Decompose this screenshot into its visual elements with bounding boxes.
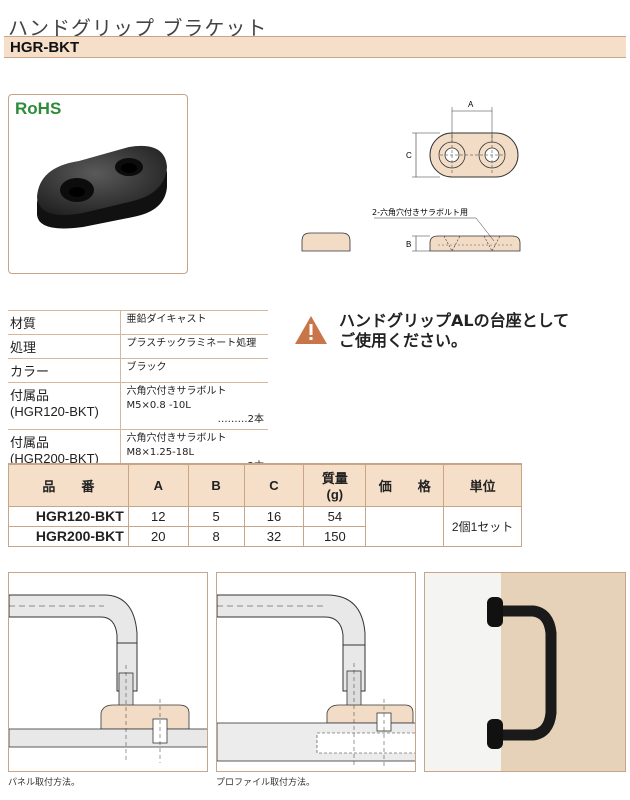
panel-mount-diagram (8, 572, 208, 772)
cell-price (365, 505, 445, 547)
spec-value: ブラック (120, 358, 268, 383)
cell-mass: 150 (303, 525, 367, 547)
spec-value: プラスチックラミネート処理 (120, 334, 268, 359)
installed-handle-photo (424, 572, 626, 772)
cell-a: 12 (127, 505, 189, 527)
col-mass: 質量 (g) (303, 463, 367, 507)
bolt-note: 2-六角穴付きサラボルト用 (372, 207, 468, 217)
spec-value: 亜鉛ダイキャスト (120, 310, 268, 335)
price-table: 品 番 A B C 質量 (g) 価 格 単位 HGR120-BKT 12 5 … (8, 463, 522, 547)
dim-a-label: A (468, 100, 474, 109)
spec-key: 材質 (8, 310, 121, 335)
caption-panel: パネル取付方法。 (8, 778, 81, 788)
col-price: 価 格 (365, 463, 445, 507)
table-header-row: 品 番 A B C 質量 (g) 価 格 単位 (8, 463, 522, 507)
table-row: HGR120-BKT 12 5 16 54 2個1セット (8, 505, 522, 547)
spec-key: 処理 (8, 334, 121, 359)
dim-b-label: B (406, 240, 411, 249)
cell-c: 32 (243, 525, 305, 547)
spec-row: 付属品 (HGR120-BKT) 六角穴付きサラボルト M5×0.8 -10L … (8, 382, 268, 430)
col-c: C (243, 463, 305, 507)
warning-icon (295, 316, 327, 344)
spec-row: 材質 亜鉛ダイキャスト (8, 310, 268, 335)
model-bar: HGR-BKT (4, 36, 626, 58)
rohs-badge: RoHS (15, 99, 62, 118)
col-a: A (127, 463, 189, 507)
cell-b: 5 (187, 505, 245, 527)
spec-row: カラー ブラック (8, 358, 268, 383)
col-model: 品 番 (8, 463, 129, 507)
dim-c-label: C (406, 151, 412, 160)
notice-text: ハンドグリップALの台座として ご使用ください。 (339, 311, 570, 350)
cell-unit: 2個1セット (443, 505, 522, 547)
caption-profile: プロファイル取付方法。 (216, 778, 316, 788)
col-unit: 単位 (443, 463, 522, 507)
spec-row: 処理 プラスチックラミネート処理 (8, 334, 268, 359)
bracket-image (37, 145, 167, 229)
cell-b: 8 (187, 525, 245, 547)
spec-value: 六角穴付きサラボルト M5×0.8 -10L ………2本 (120, 382, 268, 430)
spec-table: 材質 亜鉛ダイキャスト 処理 プラスチックラミネート処理 カラー ブラック 付属… (8, 310, 268, 477)
product-photo: RoHS (8, 94, 188, 274)
technical-drawing: A C 2-六角穴付きサラボルト用 B (301, 100, 521, 252)
cell-model: HGR120-BKT (8, 505, 129, 527)
spec-key: カラー (8, 358, 121, 383)
model-code: HGR-BKT (10, 39, 80, 56)
profile-mount-diagram (216, 572, 416, 772)
cell-a: 20 (127, 525, 189, 547)
cell-model: HGR200-BKT (8, 525, 129, 547)
table-row: HGR200-BKT 20 8 32 150 (8, 525, 522, 547)
spec-key: 付属品 (HGR120-BKT) (8, 382, 121, 430)
cell-mass: 54 (303, 505, 367, 527)
cell-c: 16 (243, 505, 305, 527)
col-b: B (187, 463, 245, 507)
